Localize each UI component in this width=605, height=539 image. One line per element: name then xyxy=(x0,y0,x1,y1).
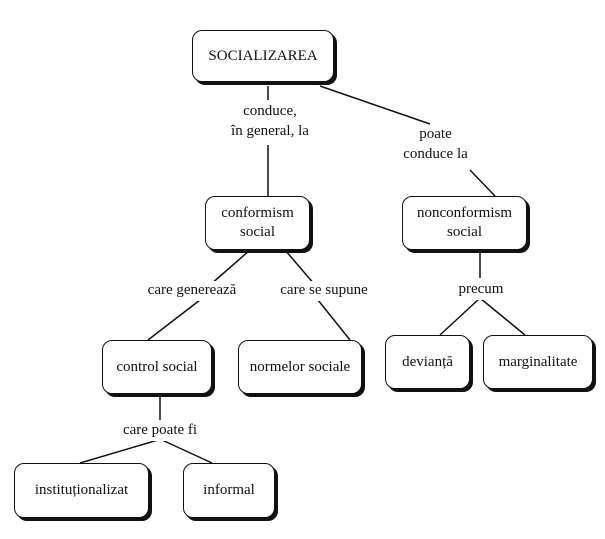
socializarea-node: SOCIALIZAREA xyxy=(192,30,334,82)
nonconformism-social-node: nonconformism social xyxy=(402,196,527,250)
label-poate-conduce: poate conduce la xyxy=(388,125,483,164)
informal-node: informal xyxy=(183,463,275,518)
label-conduce-in-general: conduce, în general, la xyxy=(215,102,325,141)
edge-precum-marginalitate xyxy=(479,297,526,336)
edge-poate-fi-institutionalizat xyxy=(79,439,159,464)
edge-poate-fi-informal xyxy=(161,439,213,464)
label-care-genereaza: care generează xyxy=(133,281,251,301)
edge-conformism-genereaza xyxy=(209,249,251,286)
label-precum: precum xyxy=(448,280,514,300)
edge-precum-devianta xyxy=(439,297,481,336)
edge-poate-nonconformism xyxy=(469,169,496,197)
label-care-poate-fi: care poate fi xyxy=(108,421,212,441)
institutionalizat-node: instituționalizat xyxy=(14,463,149,518)
conformism-social-node: conformism social xyxy=(205,196,310,250)
marginalitate-node: marginalitate xyxy=(483,335,593,389)
edge-conformism-supune xyxy=(284,249,316,286)
devianta-node: devianță xyxy=(385,335,470,389)
control-social-node: control social xyxy=(102,340,212,394)
normelor-sociale-node: normelor sociale xyxy=(238,340,362,394)
edge-genereaza-control xyxy=(147,299,201,341)
label-care-se-supune: care se supune xyxy=(268,281,380,301)
edge-supune-normelor xyxy=(317,299,351,341)
edge-root-poate xyxy=(319,85,431,125)
